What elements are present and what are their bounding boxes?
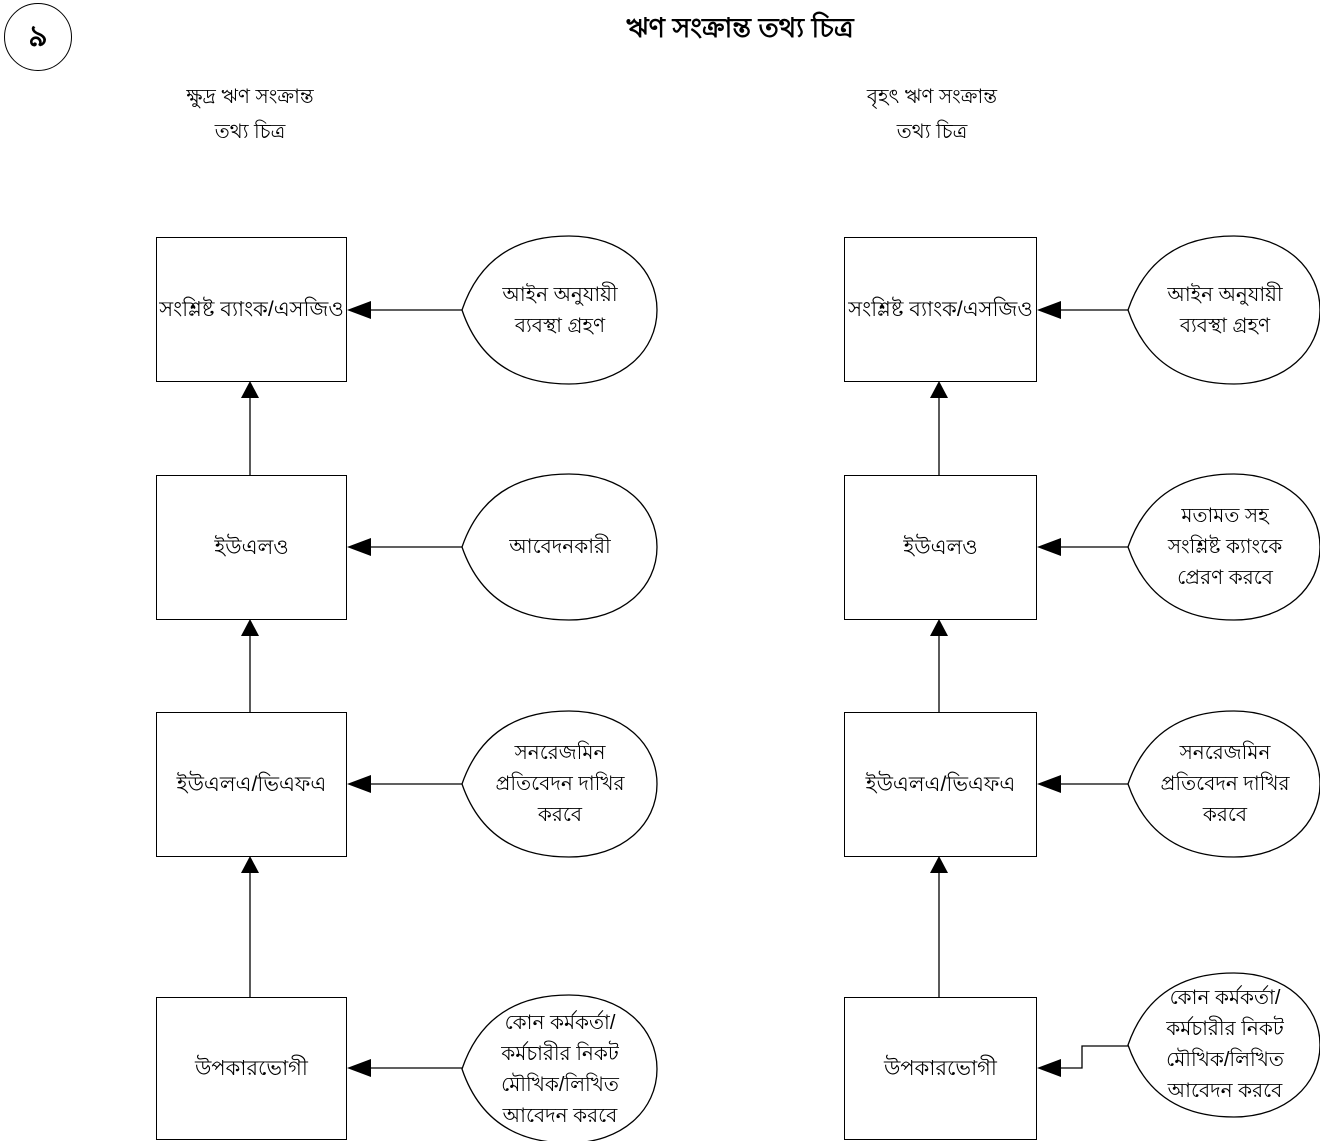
micro-callout-shape-2 [461, 473, 658, 621]
arrowhead-left [347, 1059, 371, 1077]
micro-callout-shape-1 [461, 235, 658, 385]
arrowhead-left [1037, 301, 1061, 319]
large-callout-shape-2 [1127, 473, 1320, 621]
large-callout-application: কোন কর্মকর্তা/ কর্মচারীর নিকট মৌখিক/লিখি… [1166, 987, 1284, 1102]
page-number-badge: ৯ [4, 3, 72, 71]
arrowhead-left [1037, 1059, 1061, 1077]
arrowhead-left [1037, 775, 1061, 793]
micro-box-beneficiary: উপকারভোগী [156, 997, 347, 1140]
micro-callout-site-report: সনরেজমিন প্রতিবেদন দাখির করবে [495, 741, 625, 826]
large-callout-shape-4 [1127, 972, 1320, 1118]
micro-callout-shape-4 [461, 994, 658, 1141]
micro-callout-application: কোন কর্মকর্তা/ কর্মচারীর নিকট মৌখিক/লিখি… [501, 1011, 619, 1127]
large-callout-shape-3 [1127, 710, 1320, 858]
large-box-beneficiary: উপকারভোগী [844, 997, 1037, 1140]
arrowhead-left [1037, 538, 1061, 556]
micro-callout-applicant: আবেদনকারী [509, 535, 611, 558]
large-box-ula-vfa: ইউএলএ/ভিএফএ [844, 712, 1037, 857]
large-box-bank-sgo: সংশ্লিষ্ট ব্যাংক/এসজিও [844, 237, 1037, 382]
arrowhead-up [241, 619, 259, 636]
arrowhead-up [241, 856, 259, 873]
micro-box-bank-sgo: সংশ্লিষ্ট ব্যাংক/এসজিও [156, 237, 347, 382]
large-box-ulo: ইউএলও [844, 475, 1037, 620]
large-callout-opinion-forward: মতামত সহ সংশ্লিষ্ট ক্যাংকে প্রেরণ করবে [1167, 504, 1283, 589]
micro-callout-shape-3 [461, 710, 658, 858]
page-number: ৯ [28, 19, 48, 53]
large-callout-legal-action: আইন অনুযায়ী ব্যবস্থা গ্রহণ [1167, 284, 1283, 337]
large-arrow-callout4 [1059, 1045, 1128, 1069]
arrowhead-up [930, 381, 948, 398]
column-header-micro-loan: ক্ষুদ্র ঋণ সংক্রান্ত তথ্য চিত্র [186, 86, 314, 143]
arrowhead-up [930, 619, 948, 636]
micro-box-ula-vfa: ইউএলএ/ভিএফএ [156, 712, 347, 857]
arrowhead-up [930, 856, 948, 873]
large-callout-site-report: সনরেজমিন প্রতিবেদন দাখির করবে [1160, 741, 1290, 826]
arrowhead-left [347, 775, 371, 793]
column-header-large-loan: বৃহৎ ঋণ সংক্রান্ত তথ্য চিত্র [866, 86, 998, 143]
page-title: ঋণ সংক্রান্ত তথ্য চিত্র [626, 13, 854, 43]
micro-box-ulo: ইউএলও [156, 475, 347, 620]
arrowhead-up [241, 381, 259, 398]
large-callout-shape-1 [1127, 235, 1320, 385]
arrowhead-left [347, 301, 371, 319]
arrowhead-left [347, 538, 371, 556]
micro-callout-legal-action: আইন অনুযায়ী ব্যবস্থা গ্রহণ [502, 284, 618, 337]
